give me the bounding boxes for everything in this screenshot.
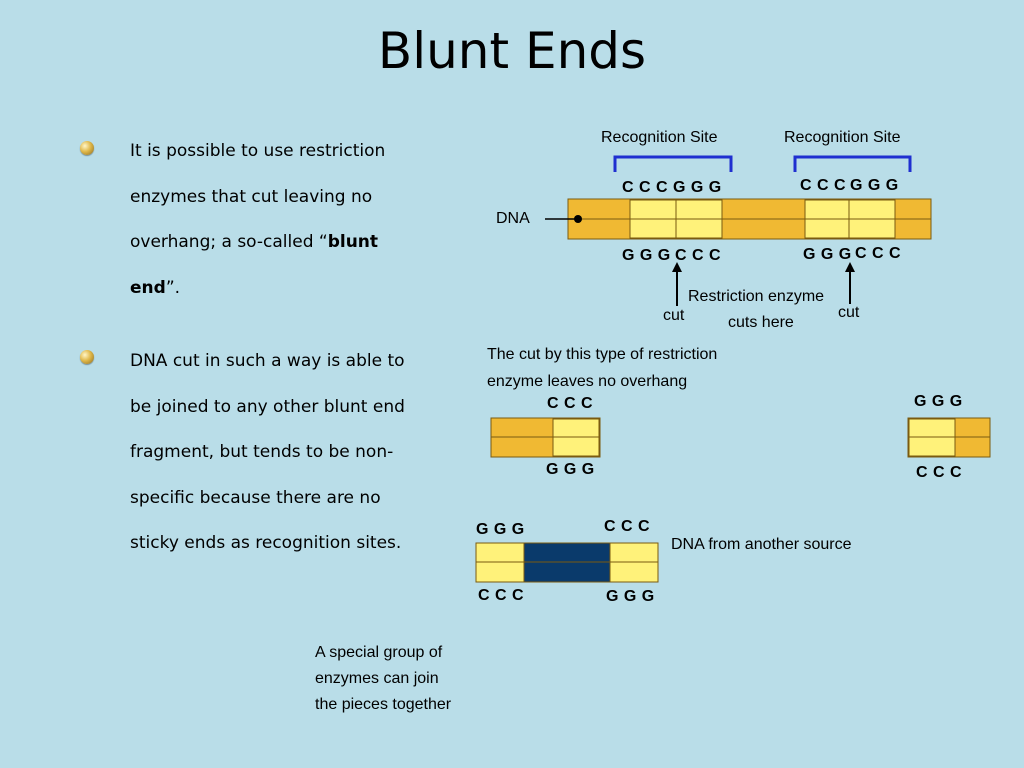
dna-label: DNA — [496, 210, 530, 227]
bullet-text-2: DNA cut in such a way is able to be join… — [130, 351, 405, 553]
slide-title: Blunt Ends — [377, 22, 647, 80]
restriction-enzyme-label: Restriction enzyme — [688, 288, 825, 305]
top-sequence-1a: C C C — [622, 179, 669, 196]
bullet-1-text: It is possible to use restriction enzyme… — [130, 141, 386, 252]
join-line-3: the pieces together — [315, 696, 452, 713]
top-sequence-2a: C C C — [800, 177, 847, 194]
bullet-1-tail: ”. — [165, 277, 181, 298]
cut-label-1: cut — [663, 307, 685, 324]
bottom-sequence-1b: C C C — [675, 247, 722, 264]
recognition-site-label-2: Recognition Site — [784, 129, 901, 146]
cuts-here-label: cuts here — [728, 314, 794, 331]
bullet-1-bold: blunt end — [130, 232, 379, 298]
top-sequence-1b: G G G — [673, 179, 722, 196]
bottom-sequence-1a: G G G — [622, 247, 671, 264]
recognition-bracket-1 — [613, 155, 733, 172]
bullet-icon — [80, 350, 94, 364]
recognition-bracket-2 — [793, 155, 912, 172]
recognition-site-label-1: Recognition Site — [601, 129, 718, 146]
other-dna-bottom-right-seq: G G G — [606, 588, 655, 605]
fragment-1-bottom-seq: G G G — [546, 461, 595, 478]
no-overhang-line-2: enzyme leaves no overhang — [487, 373, 688, 390]
join-line-2: enzymes can join — [315, 670, 439, 687]
fragment-1-top-seq: C C C — [547, 395, 594, 412]
bottom-sequence-2b: C C C — [855, 245, 902, 262]
other-source-label: DNA from another source — [671, 536, 852, 553]
bullet-icon — [80, 141, 94, 155]
fragment-2-bottom-seq: C C C — [916, 464, 963, 481]
bottom-sequence-2a: G G G — [803, 246, 852, 263]
cut-arrowhead-icon — [845, 262, 855, 272]
cut-arrowhead-icon — [672, 262, 682, 272]
join-line-1: A special group of — [315, 644, 443, 661]
cut-label-2: cut — [838, 304, 860, 321]
other-dna-bottom-left-seq: C C C — [478, 587, 525, 604]
no-overhang-line-1: The cut by this type of restriction — [487, 346, 718, 363]
dna-pointer-dot — [574, 215, 582, 223]
fragment-2-top-seq: G G G — [914, 393, 963, 410]
other-dna-top-right-seq: C C C — [604, 518, 651, 535]
top-sequence-2b: G G G — [850, 177, 899, 194]
bullet-text-1: It is possible to use restriction enzyme… — [130, 129, 430, 311]
other-dna-top-left-seq: G G G — [476, 521, 525, 538]
